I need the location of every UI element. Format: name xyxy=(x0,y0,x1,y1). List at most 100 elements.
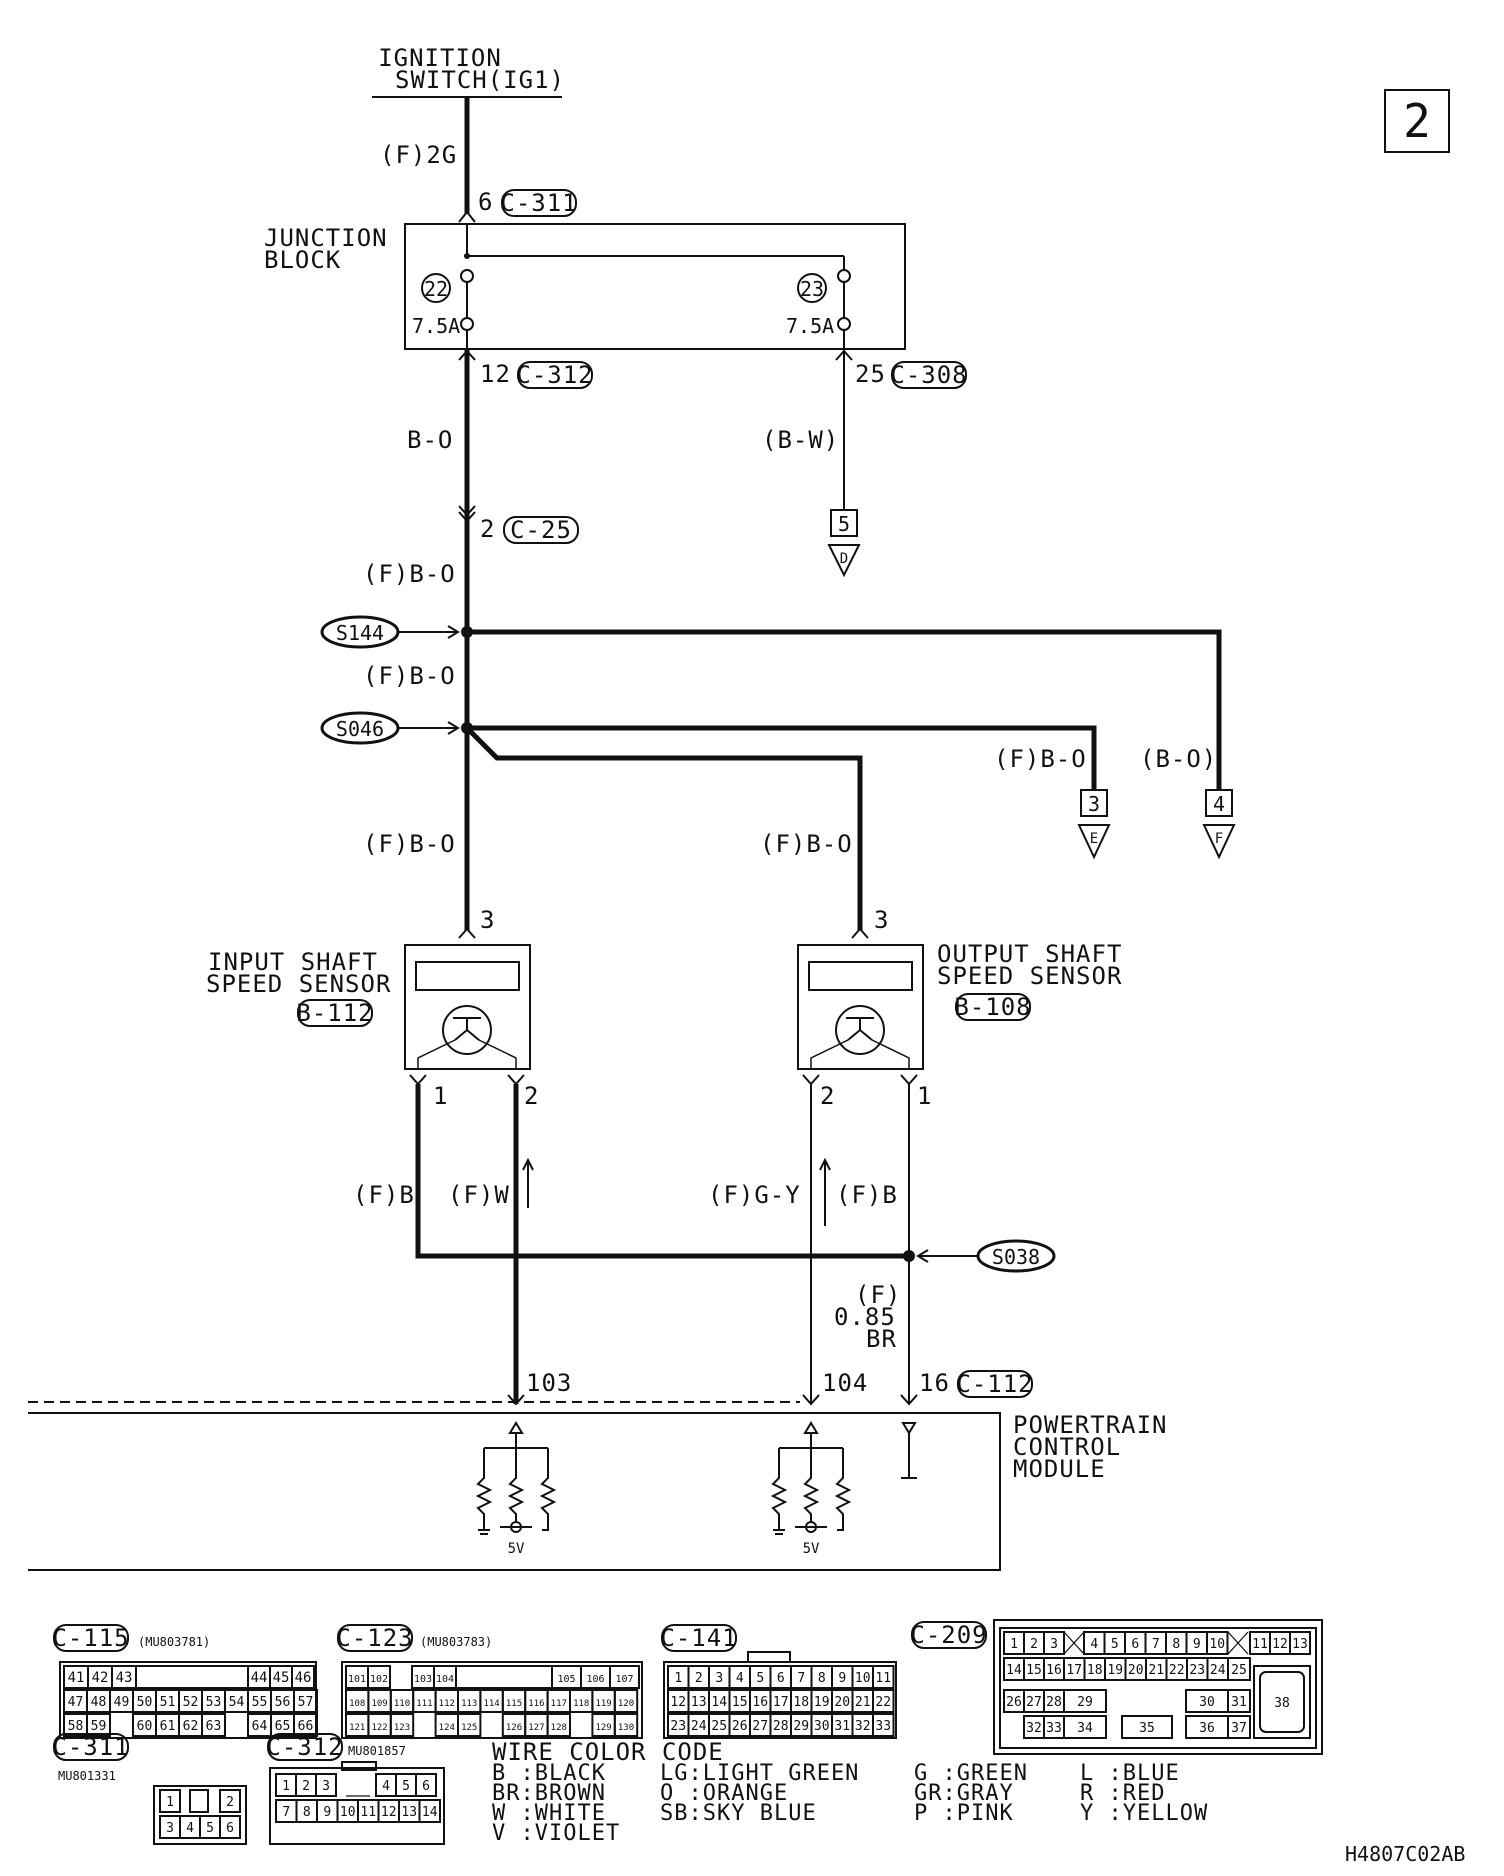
c209-pin-label: 20 xyxy=(1128,1663,1144,1678)
c123-pin-label: 117 xyxy=(551,1699,567,1709)
jb-out-right-conn: C-308 xyxy=(890,361,967,389)
pcm-5v-2: 5V xyxy=(803,1541,820,1557)
pcm-5v-1: 5V xyxy=(508,1541,525,1557)
c115-pin-57 xyxy=(293,1689,318,1713)
c141-pin-label: 25 xyxy=(711,1719,727,1734)
wire-to-connector-f xyxy=(467,629,1222,790)
c115-pin-label: 51 xyxy=(160,1695,176,1710)
c141-pin-label: 32 xyxy=(855,1719,871,1734)
c123-pin-123 xyxy=(389,1713,415,1737)
c209-pin-25 xyxy=(1227,1657,1251,1681)
c312-pin-6 xyxy=(415,1773,437,1797)
pcm-pin-16: 16 xyxy=(919,1369,950,1397)
c115-pin-label: 43 xyxy=(116,1670,133,1686)
splice-s038: S038 xyxy=(992,1245,1040,1269)
fuse-rating-23: 7.5A xyxy=(786,314,834,338)
c209-name: C-209 xyxy=(910,1621,987,1649)
c311-pin-1 xyxy=(159,1789,181,1813)
c209-pin-label: 6 xyxy=(1131,1637,1139,1652)
c123-pin-128 xyxy=(546,1713,571,1737)
c209-pin-10 xyxy=(1206,1631,1229,1655)
wire-label-bw: (B-W) xyxy=(762,426,839,454)
c141-pin-label: 3 xyxy=(715,1671,723,1686)
c115-pin-label: 46 xyxy=(295,1670,312,1686)
c123-pin-label: 108 xyxy=(349,1699,365,1709)
jb-in-arrow xyxy=(458,210,476,223)
fuse-num-22-circle xyxy=(421,273,451,303)
c311-name: C-311 xyxy=(52,1733,129,1761)
c209-pin-label: 2 xyxy=(1030,1637,1038,1652)
c209-pin-31 xyxy=(1227,1689,1251,1713)
to-d-letter: D xyxy=(840,551,848,567)
input-sensor-pin-2: 2 xyxy=(524,1082,539,1110)
c123-pin-label: 106 xyxy=(586,1674,604,1685)
c123-pin-label: 130 xyxy=(618,1723,634,1733)
c115-pin-label: 50 xyxy=(137,1695,153,1710)
c141-pin-label: 13 xyxy=(691,1695,707,1710)
c312-pin-label: 6 xyxy=(422,1779,430,1794)
c141-pin-label: 33 xyxy=(875,1719,891,1734)
c141-pin-33 xyxy=(872,1713,895,1737)
c209-pin-label: 21 xyxy=(1148,1663,1164,1678)
c141-pin-label: 10 xyxy=(855,1671,871,1686)
c123-pin-label: 115 xyxy=(506,1699,522,1709)
to-d-num: 5 xyxy=(838,512,850,536)
c209-pin-label: 25 xyxy=(1231,1663,1247,1678)
conn-badge-c311 xyxy=(501,189,577,217)
wire-label-f: (F) xyxy=(855,1281,901,1309)
color-code-entry: BR:BROWN xyxy=(492,1781,606,1806)
c141-pin-label: 14 xyxy=(711,1695,727,1710)
c312-part: MU801857 xyxy=(348,1744,406,1758)
c123-pin-label: 123 xyxy=(394,1723,410,1733)
c141-pin-label: 22 xyxy=(875,1695,891,1710)
ignition-label-2: SWITCH(IG1) xyxy=(395,66,565,94)
c311-pin-label: 1 xyxy=(166,1795,174,1810)
c312-pin-label: 4 xyxy=(382,1779,390,1794)
c141-pin-label: 19 xyxy=(814,1695,830,1710)
to-f-letter: F xyxy=(1215,831,1223,847)
c141-pin-label: 17 xyxy=(773,1695,789,1710)
input-sensor-box xyxy=(404,944,531,1070)
c115-pin-label: 45 xyxy=(273,1670,290,1686)
c141-pin-label: 4 xyxy=(736,1671,744,1686)
wire-label-fbo-e: (F)B-O xyxy=(994,745,1087,773)
c209-pin-label: 13 xyxy=(1292,1637,1308,1652)
jb-label-2: BLOCK xyxy=(264,246,341,274)
input-sensor-pin-1: 1 xyxy=(433,1082,448,1110)
c209-pin-label: 30 xyxy=(1199,1695,1215,1710)
wire-to-connector-e xyxy=(467,725,1097,790)
c115-part: (MU803781) xyxy=(138,1635,210,1649)
output-sensor-box xyxy=(797,944,924,1070)
c141-pin-11 xyxy=(872,1665,895,1689)
c25-conn: C-25 xyxy=(510,516,572,544)
c312-pin-3 xyxy=(315,1773,337,1797)
c123-pin-107 xyxy=(609,1665,640,1689)
jb-out-right-pin: 25 xyxy=(855,360,886,388)
output-sensor-pin-top: 3 xyxy=(874,906,889,934)
c115-pin-label: 42 xyxy=(92,1670,109,1686)
c209-pin-label: 22 xyxy=(1169,1663,1185,1678)
c115-pin-label: 64 xyxy=(252,1719,268,1734)
c123-pin-label: 103 xyxy=(414,1674,432,1685)
wire-label-fgy: (F)G-Y xyxy=(708,1181,801,1209)
c311-pin-label: 3 xyxy=(166,1821,174,1836)
c123-pin-label: 105 xyxy=(557,1674,575,1685)
c141-pin-label: 30 xyxy=(814,1719,830,1734)
c123-pin-label: 104 xyxy=(436,1674,454,1685)
c123-pin-label: 128 xyxy=(551,1723,567,1733)
c123-pin-label: 114 xyxy=(483,1699,499,1709)
c123-pin-120 xyxy=(613,1689,639,1713)
c123-pin-130 xyxy=(613,1713,639,1737)
color-code-entry: R :RED xyxy=(1080,1781,1165,1806)
wire-label-fbo-left: (F)B-O xyxy=(363,830,456,858)
c312-pin-label: 5 xyxy=(402,1779,410,1794)
input-sensor-conn: B-112 xyxy=(296,999,373,1027)
c209-pin-label: 5 xyxy=(1111,1637,1119,1652)
c312-pin-label: 13 xyxy=(401,1805,417,1820)
color-code-entry: P :PINK xyxy=(914,1801,1014,1826)
jb-in-pin: 6 xyxy=(478,188,493,216)
c115-pin-label: 63 xyxy=(206,1719,222,1734)
fuse-num-23: 23 xyxy=(800,277,824,301)
